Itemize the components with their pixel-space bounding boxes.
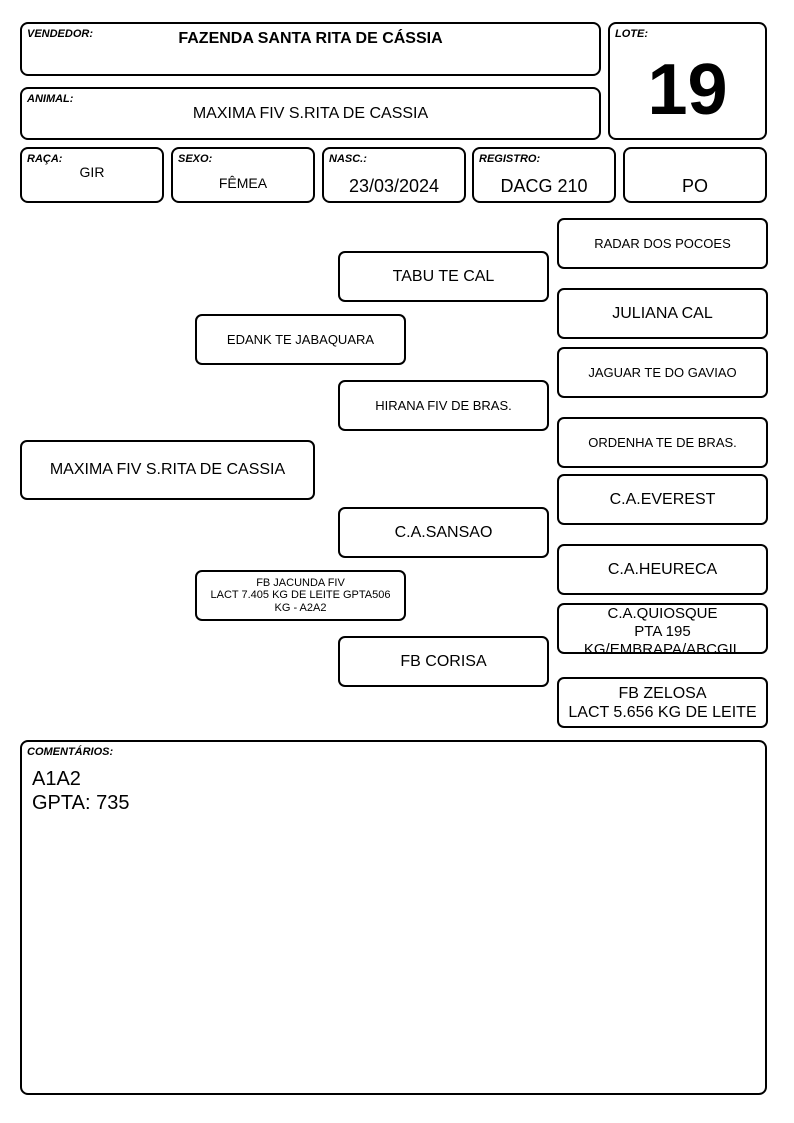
registro-label: REGISTRO: [479, 153, 541, 165]
sexo-label: SEXO: [178, 153, 213, 165]
animal-label: ANIMAL: [27, 93, 74, 105]
nasc-box: NASC.: 23/03/2024 [322, 147, 466, 203]
animal-value: MAXIMA FIV S.RITA DE CASSIA [192, 105, 429, 122]
lote-box: LOTE: 19 [608, 22, 767, 140]
comments-box: COMENTÁRIOS: A1A2 GPTA: 735 [20, 740, 767, 1095]
pedigree-dam-line-2: LACT 7.405 KG DE LEITE GPTA506 [210, 589, 391, 602]
pedigree-dam-dam: FB CORISA [338, 636, 549, 687]
pedigree-sire-name: EDANK TE JABAQUARA [226, 332, 375, 347]
comments-line-2: GPTA: 735 [32, 792, 130, 814]
raca-value: GIR [79, 164, 105, 180]
pedigree-sire-sire-name: TABU TE CAL [392, 267, 495, 285]
sexo-value: FÊMEA [218, 175, 268, 191]
pedigree-ddd-line-1: FB ZELOSA [618, 684, 707, 702]
comments-label: COMENTÁRIOS: [27, 746, 114, 758]
pedigree-ddd: FB ZELOSA LACT 5.656 KG DE LEITE [557, 677, 768, 728]
nasc-label: NASC.: [329, 153, 367, 165]
pedigree-dss: C.A.EVEREST [557, 474, 768, 525]
lote-value: 19 [647, 50, 728, 130]
pedigree-dds-line-1: C.A.QUIOSQUE [607, 605, 718, 622]
pedigree-dds: C.A.QUIOSQUE PTA 195 KG/EMBRAPA/ABCGIL [557, 603, 768, 654]
pedigree-sire-dam: HIRANA FIV DE BRAS. [338, 380, 549, 431]
pedigree-dam-line-1: FB JACUNDA FIV [256, 577, 345, 590]
pedigree-ddd-line-2: LACT 5.656 KG DE LEITE [568, 703, 757, 721]
lote-label: LOTE: [615, 28, 648, 40]
pedigree-dsd-name: C.A.HEURECA [607, 560, 718, 578]
pedigree-sdd-name: ORDENHA TE DE BRAS. [588, 435, 737, 450]
animal-box: ANIMAL: MAXIMA FIV S.RITA DE CASSIA [20, 87, 601, 140]
comments-text: A1A2 GPTA: 735 [32, 767, 129, 815]
vendedor-value: FAZENDA SANTA RITA DE CÁSSIA [178, 30, 443, 47]
pedigree-dds-line-3: KG/EMBRAPA/ABCGIL [583, 641, 742, 654]
pedigree-sss: RADAR DOS POCOES [557, 218, 768, 269]
pedigree-sdd: ORDENHA TE DE BRAS. [557, 417, 768, 468]
pedigree-sire-dam-name: HIRANA FIV DE BRAS. [375, 398, 512, 413]
nasc-value: 23/03/2024 [348, 176, 440, 196]
pedigree-ssd: JULIANA CAL [557, 288, 768, 339]
raca-label: RAÇA: [27, 153, 63, 165]
pedigree-dsd: C.A.HEURECA [557, 544, 768, 595]
raca-box: RAÇA: GIR [20, 147, 164, 203]
pedigree-dam-line-3: KG - A2A2 [274, 601, 327, 614]
pedigree-sds: JAGUAR TE DO GAVIAO [557, 347, 768, 398]
pedigree-dss-name: C.A.EVEREST [609, 490, 716, 508]
pedigree-sire: EDANK TE JABAQUARA [195, 314, 406, 365]
pedigree-ssd-name: JULIANA CAL [612, 304, 713, 322]
pedigree-dam-sire-name: C.A.SANSAO [394, 523, 493, 541]
pedigree-dam-sire: C.A.SANSAO [338, 507, 549, 558]
sexo-box: SEXO: FÊMEA [171, 147, 315, 203]
pedigree-sire-sire: TABU TE CAL [338, 251, 549, 302]
pedigree-animal-name: MAXIMA FIV S.RITA DE CASSIA [49, 461, 286, 478]
registro-value: DACG 210 [500, 176, 588, 196]
pedigree-dam: FB JACUNDA FIV LACT 7.405 KG DE LEITE GP… [195, 570, 406, 621]
comments-line-1: A1A2 [32, 768, 81, 790]
categoria-value: PO [681, 176, 708, 196]
categoria-box: PO [623, 147, 767, 203]
pedigree-sss-name: RADAR DOS POCOES [594, 236, 731, 251]
registro-box: REGISTRO: DACG 210 [472, 147, 616, 203]
vendedor-label: VENDEDOR: [27, 28, 94, 40]
pedigree-animal: MAXIMA FIV S.RITA DE CASSIA [20, 440, 315, 500]
pedigree-dds-line-2: PTA 195 [634, 623, 691, 640]
pedigree-dam-dam-name: FB CORISA [400, 652, 487, 670]
pedigree-sds-name: JAGUAR TE DO GAVIAO [588, 365, 737, 380]
vendedor-box: VENDEDOR: FAZENDA SANTA RITA DE CÁSSIA [20, 22, 601, 76]
